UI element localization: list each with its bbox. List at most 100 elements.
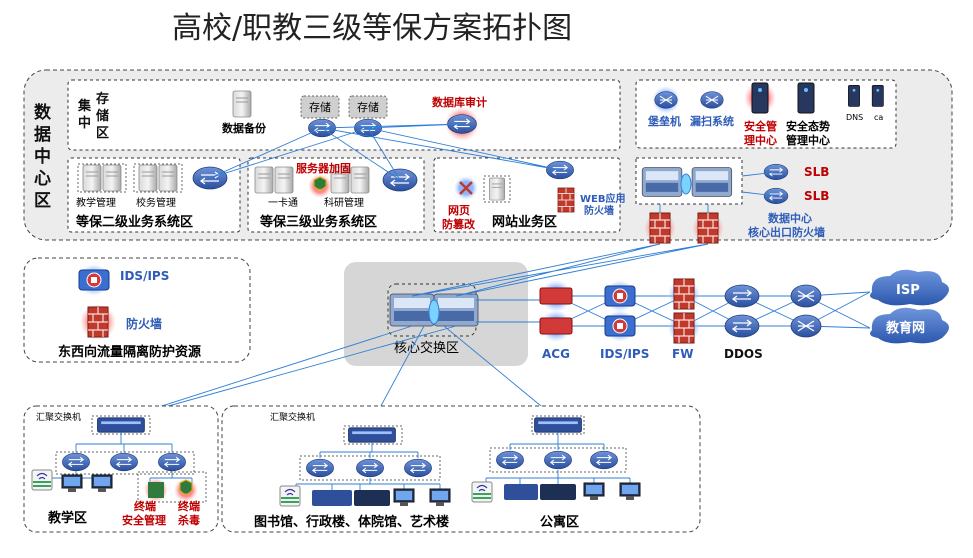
egress-firewall-icon: [673, 312, 695, 344]
server-icon: [254, 166, 274, 194]
apartment-title: 公寓区: [540, 514, 579, 530]
tamper-label-a: 网页: [448, 204, 470, 217]
mgmt-label-b: 理中心: [744, 133, 777, 147]
agg-switch-icon: [534, 417, 582, 433]
access-switch-icon: [355, 458, 385, 478]
router-icon: [790, 284, 822, 308]
situation-center-icon: [797, 82, 815, 114]
server-icon: [138, 164, 158, 192]
core-uplinks: [411, 243, 709, 323]
isp-cloud: ISP: [870, 269, 949, 306]
storage-1: 存储: [300, 95, 340, 119]
printer-icon: [312, 490, 352, 506]
wifi-ap-icon: [31, 469, 53, 491]
access-switch-icon: [61, 452, 91, 472]
level2-title: 等保二级业务系统区: [75, 214, 193, 230]
access-switch-icon: [403, 458, 433, 478]
waf-label-a: WEB应用: [580, 192, 625, 205]
access-switch-icon: [589, 450, 619, 470]
teaching-agg-label: 汇聚交换机: [36, 411, 81, 423]
term-mgmt-label-a: 终端: [134, 499, 156, 513]
ca-server-icon: [871, 85, 884, 107]
ddos-icon: [724, 314, 760, 338]
core-switch-icon: [389, 293, 435, 327]
svg-text:教育网: 教育网: [885, 320, 925, 336]
svg-text:数: 数: [34, 102, 52, 123]
tamper-label-b: 防篡改: [442, 217, 476, 231]
mgmt-center-icon: [751, 82, 769, 114]
page-title: 高校/职教三级等保方案拓扑图: [172, 11, 572, 46]
research-label: 科研管理: [324, 196, 364, 209]
db-audit-label: 数据库审计: [432, 95, 487, 109]
campus-agg-label: 汇聚交换机: [270, 411, 315, 423]
access-switch-icon: [543, 450, 573, 470]
datacenter-title: 数 据 中 心 区: [34, 102, 52, 211]
mgmt-label-a: 安全管: [744, 119, 777, 133]
svg-text:心: 心: [34, 169, 51, 189]
level3-title: 等保三级业务系统区: [259, 214, 377, 230]
server-icon: [158, 164, 178, 192]
scan-label: 漏扫系统: [690, 114, 734, 128]
teach-mgmt-label: 教学管理: [76, 196, 116, 209]
svg-text:储: 储: [95, 108, 109, 124]
egress-chain: ACG IDS/IPS FW DDOS ISP 教育网: [539, 269, 949, 361]
dns-server-icon: [848, 85, 860, 107]
svg-text:存储: 存储: [357, 100, 379, 114]
svg-text:集: 集: [77, 98, 92, 114]
dc-firewall-icon: [649, 212, 671, 244]
wifi-ap-icon: [471, 481, 493, 503]
eastwest-zone: IDS/IPS 防火墙 东西向流量隔离防护资源: [23, 257, 251, 363]
access-switch-icon: [109, 452, 139, 472]
printer-icon: [504, 484, 538, 500]
slb-label-2: SLB: [804, 189, 829, 203]
ca-label: ca: [874, 113, 883, 122]
slb-icon: [763, 163, 789, 181]
server-icon: [102, 164, 122, 192]
ddos-icon: [724, 284, 760, 308]
security-zone: [635, 79, 897, 149]
ids-icon: [604, 315, 636, 337]
device-icon: [540, 484, 576, 500]
core-label: 核心交换区: [394, 340, 459, 356]
server-icon: [82, 164, 102, 192]
ids-icon: [78, 269, 110, 291]
backup-label: 数据备份: [222, 121, 267, 135]
egress-ids-label: IDS/IPS: [600, 347, 649, 361]
svg-text:存储: 存储: [309, 100, 331, 114]
antivirus-label-a: 终端: [178, 499, 200, 513]
teaching-zone: 汇聚交换机 终端 安全管理 终端 杀毒 教学区: [23, 405, 219, 533]
school-mgmt-label: 校务管理: [136, 196, 176, 209]
backup-server-icon: [232, 90, 252, 118]
waf-icon: [557, 187, 575, 213]
scan-icon: [700, 91, 724, 109]
campus-zone: 汇聚交换机 图书馆、行政楼、体院馆、艺术楼 公寓区: [221, 405, 701, 533]
server-icon: [488, 177, 506, 201]
svg-text:存: 存: [96, 91, 109, 107]
access-switch-icon: [157, 452, 187, 472]
shield-icon: [313, 176, 327, 190]
wifi-ap-icon: [279, 485, 301, 507]
acg-icon: [539, 287, 573, 305]
ddos-label: DDOS: [724, 347, 763, 361]
dc-fw-label-b: 核心出口防火墙: [748, 225, 825, 239]
agg-switch-icon: [97, 417, 145, 433]
antivirus-icon: [179, 479, 193, 495]
fw-label: FW: [672, 347, 693, 361]
web-title: 网站业务区: [492, 214, 557, 230]
svg-text:中: 中: [34, 146, 51, 167]
datacenter-links: [209, 123, 777, 212]
eastwest-fw-label: 防火墙: [126, 316, 162, 331]
router-icon: [790, 314, 822, 338]
dc-core-icon: [641, 167, 683, 197]
tamper-icon: [459, 181, 473, 195]
svg-text:据: 据: [34, 124, 51, 145]
edu-cloud: 教育网: [870, 307, 949, 344]
antivirus-label-b: 杀毒: [178, 513, 200, 527]
server-icon: [350, 166, 370, 194]
agg-switch-icon: [348, 427, 396, 443]
svg-text:区: 区: [96, 126, 109, 141]
ids-icon: [604, 285, 636, 307]
storage-zone: [67, 79, 621, 151]
bastion-label: 堡垒机: [648, 114, 681, 128]
term-mgmt-label-b: 安全管理: [122, 513, 166, 527]
